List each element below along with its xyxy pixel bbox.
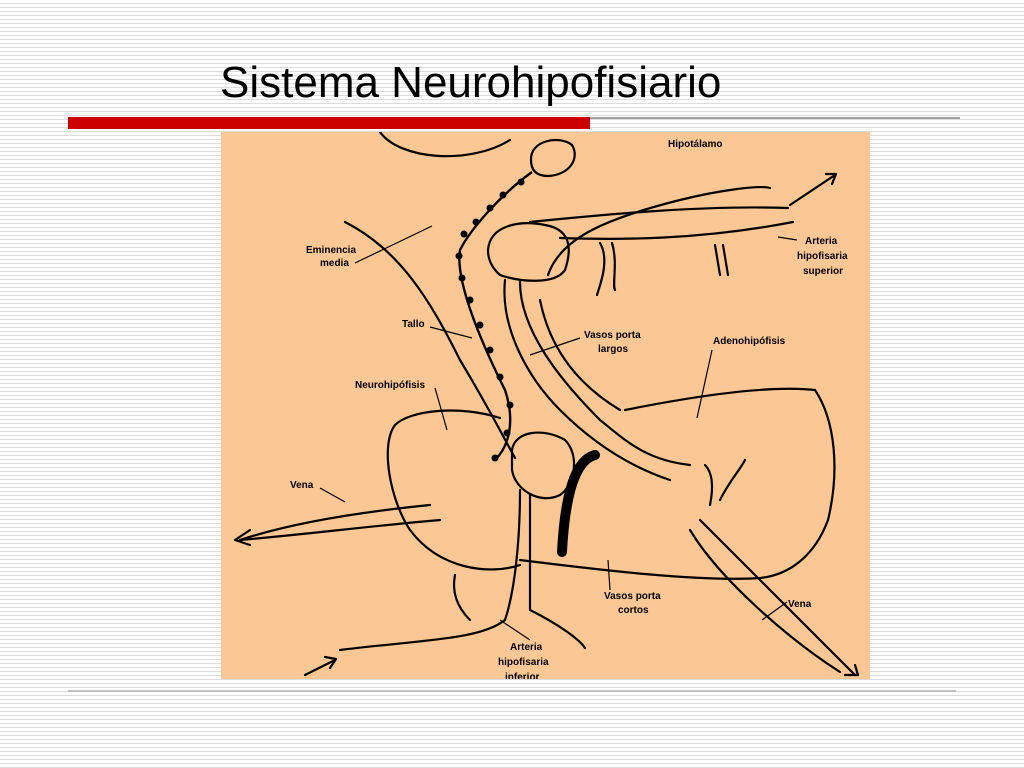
neurohypophysis-outline	[386, 409, 522, 571]
upper-plexus-outline	[486, 222, 570, 282]
left-vein	[238, 503, 432, 542]
label-arteria-inf-2: hipofisaria	[498, 657, 549, 668]
label-vena-right: Vena	[788, 599, 812, 610]
label-eminencia-2: media	[320, 258, 349, 269]
label-neurohipofisis: Neurohipófisis	[355, 380, 425, 391]
label-arteria-sup-2: hipofisaria	[797, 251, 848, 262]
long-portal-vessels	[503, 278, 672, 482]
diagram-drawing: Hipotálamo Eminencia media Arteria hipof…	[233, 132, 860, 679]
neurosecretory-axon	[455, 171, 533, 462]
superior-artery	[528, 206, 790, 224]
label-arteria-inf-3: inferior	[505, 672, 540, 679]
right-vein	[698, 518, 857, 677]
label-arteria-sup-1: Arteria	[805, 236, 838, 247]
lower-plexus-outline	[510, 431, 576, 500]
label-vena-left: Vena	[290, 480, 314, 491]
inferior-inlet-arrow	[303, 658, 337, 677]
stalk-left-edge	[343, 220, 517, 460]
title-underline-red	[68, 117, 590, 129]
label-vasos-cortos-2: cortos	[618, 605, 649, 616]
inferior-artery	[338, 488, 522, 652]
label-eminencia-1: Eminencia	[306, 245, 356, 256]
label-adenohipofisis: Adenohipófisis	[713, 336, 786, 347]
adenohypophysis-outline	[546, 186, 772, 277]
label-hipotalamo: Hipotálamo	[668, 139, 722, 150]
superior-inlet-arrow	[788, 173, 837, 207]
hypothalamus-outline	[378, 132, 512, 158]
label-vasos-largos-2: largos	[598, 344, 628, 355]
neurohypophysis-diagram: Hipotálamo Eminencia media Arteria hipof…	[221, 132, 870, 679]
footer-divider	[68, 690, 956, 692]
label-arteria-inf-1: Arteria	[510, 642, 543, 653]
label-tallo: Tallo	[402, 319, 425, 330]
slide-title: Sistema Neurohipofisiario	[220, 58, 722, 107]
title-underline-gray	[590, 117, 960, 119]
short-portal-vessel	[557, 450, 600, 557]
label-arteria-sup-3: superior	[803, 266, 843, 277]
label-vasos-cortos-1: Vasos porta	[604, 591, 661, 602]
neuron-cell-body	[529, 138, 576, 178]
label-vasos-largos-1: Vasos porta	[584, 330, 641, 341]
